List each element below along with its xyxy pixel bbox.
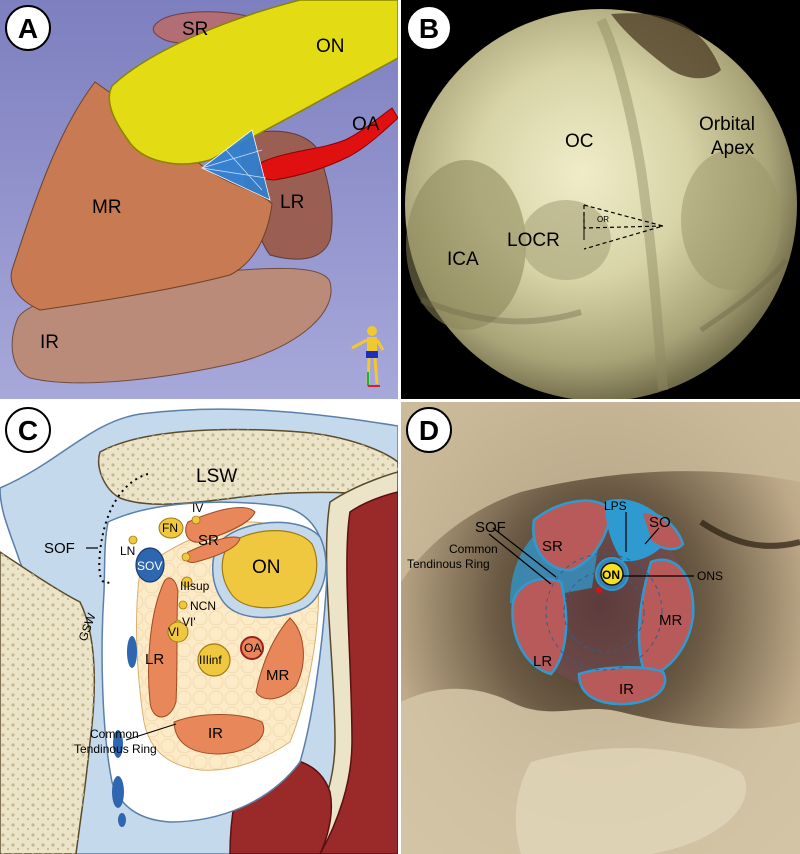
sof-boundary [98,473,149,584]
label-ir: IR [619,681,634,698]
panel-b-badge: B [406,5,452,51]
ln-nerve [128,535,138,545]
label-ring-line2: Tendinous Ring [74,742,157,756]
label-lsw: LSW [196,466,237,487]
ir-muscle [173,714,265,755]
ncn-nerve [178,600,188,610]
iv-nerve [191,515,201,525]
panel-d-badge: D [406,407,452,453]
label-lr: LR [280,192,304,213]
label-iiiinf: IIIinf [199,653,222,667]
label-on: ON [316,36,345,57]
svg-text:C: C [18,415,38,446]
vein-1 [127,636,137,668]
label-or: OR [597,215,609,224]
fn-nerve [158,517,184,539]
orientation-figure-icon [351,326,385,387]
mr-muscle [637,558,695,679]
label-ln: LN [120,544,135,558]
label-ncn: NCN [190,599,216,613]
panel-d: SOF SR LPS SO Common Tendinous Ring ON O… [401,402,800,854]
label-ica: ICA [447,249,479,270]
label-oa: OA [244,641,261,655]
label-sof: SOF [475,519,506,536]
so-muscle [639,510,685,551]
label-on: ON [602,568,620,582]
lr-muscle [511,577,568,676]
iiiinf-nerve [197,643,231,677]
sr-muscle-top [185,506,256,543]
svg-text:B: B [419,13,439,44]
panel-c-badge: C [5,407,51,453]
on-nerve [221,530,318,609]
label-lps: LPS [604,499,627,513]
label-oa: OA [352,114,380,135]
blue-fan [201,129,271,201]
label-ring-line1: Common [449,542,498,556]
label-vi-prime: VI' [182,615,196,629]
or-wedge: OR [583,204,664,250]
on-nerve [600,562,624,586]
label-ons: ONS [697,569,723,583]
vein-3 [112,776,124,808]
label-ring-line1: Common [90,727,139,741]
ir-muscle [577,665,667,706]
panel-b: OR OC Orbital Apex ICA LOCR B [401,0,800,399]
panel-a-badge: A [5,5,51,51]
label-sof: SOF [44,540,75,557]
label-iiisup: IIIsup [180,579,210,593]
panel-d-skull-photo: SOF SR LPS SO Common Tendinous Ring ON O… [401,402,800,854]
label-iv: IV [192,501,203,515]
sinus-wall [319,491,398,854]
label-lr: LR [533,653,552,670]
label-on: ON [252,557,281,578]
label-locr: LOCR [507,230,560,251]
label-vi: VI [168,625,179,639]
vein-2 [113,730,123,758]
label-orbital-apex-line2: Apex [711,138,755,159]
label-lr: LR [145,651,164,668]
panel-a: SR ON OA MR LR IR A [0,0,398,399]
oa-artery [240,636,264,660]
label-sov: SOV [137,559,162,573]
svg-text:A: A [18,13,38,44]
panel-c-diagram: LSW SOF FN IV SR LN SOV ON GSW IIIsup NC… [0,402,398,854]
label-sr: SR [198,532,219,549]
on-nerve [108,0,398,165]
panel-a-illustration: SR ON OA MR LR IR A [0,0,398,399]
vi-nerve [167,621,189,643]
panel-c: LSW SOF FN IV SR LN SOV ON GSW IIIsup NC… [0,402,398,854]
label-ir: IR [208,725,223,742]
iiisup-nerve [181,576,193,588]
lr-muscle [148,577,179,718]
label-fn: FN [162,521,178,535]
label-so: SO [649,514,671,531]
svg-text:D: D [419,415,439,446]
label-mr: MR [92,197,122,218]
label-orbital-apex-line1: Orbital [699,114,755,135]
label-oc: OC [565,131,594,152]
oa-artery [258,107,398,181]
vein-4 [118,813,126,827]
label-sr: SR [542,538,563,555]
label-sr: SR [182,19,208,40]
label-ring-line2: Tendinous Ring [407,557,490,571]
mr-muscle [255,617,304,700]
label-mr: MR [659,612,682,629]
panel-b-endoscopic-view: OR OC Orbital Apex ICA LOCR B [401,0,800,399]
sr-muscle [532,499,613,572]
tendinous-ring-diagram [509,499,695,706]
label-ir: IR [40,332,59,353]
sov-vein [135,547,165,583]
label-mr: MR [266,667,289,684]
